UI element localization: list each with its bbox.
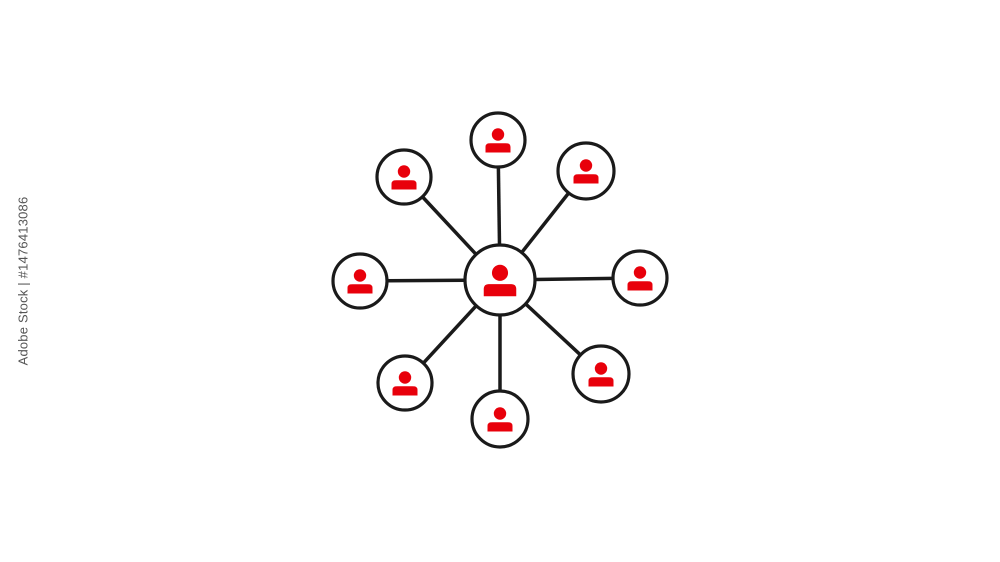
connectors <box>386 166 614 391</box>
user-node-8 <box>375 148 433 206</box>
center-node <box>463 243 537 317</box>
user-node-7 <box>331 252 389 310</box>
user-node-3 <box>611 249 669 307</box>
user-icon <box>392 371 418 396</box>
user-icon <box>588 362 614 387</box>
connector-line-8 <box>421 195 478 256</box>
connector-line-4 <box>524 302 582 357</box>
user-node-2 <box>556 141 616 201</box>
user-icon <box>485 128 511 153</box>
user-icon <box>483 264 517 297</box>
connector-line-6 <box>422 304 478 365</box>
user-icon <box>391 165 417 190</box>
connector-line-1 <box>496 166 502 246</box>
connector-line-7 <box>386 278 466 283</box>
nodes <box>331 111 669 449</box>
connector-line-2 <box>520 191 571 254</box>
watermark-text: Adobe Stock | #1476413086 <box>15 196 31 366</box>
user-node-5 <box>470 389 530 449</box>
connector-line-3 <box>534 276 614 282</box>
user-icon <box>487 407 513 432</box>
user-icon <box>573 159 599 184</box>
user-icon <box>627 266 653 291</box>
user-icon <box>347 269 373 294</box>
user-node-4 <box>571 344 631 404</box>
user-node-1 <box>469 111 527 169</box>
user-node-6 <box>376 354 434 412</box>
